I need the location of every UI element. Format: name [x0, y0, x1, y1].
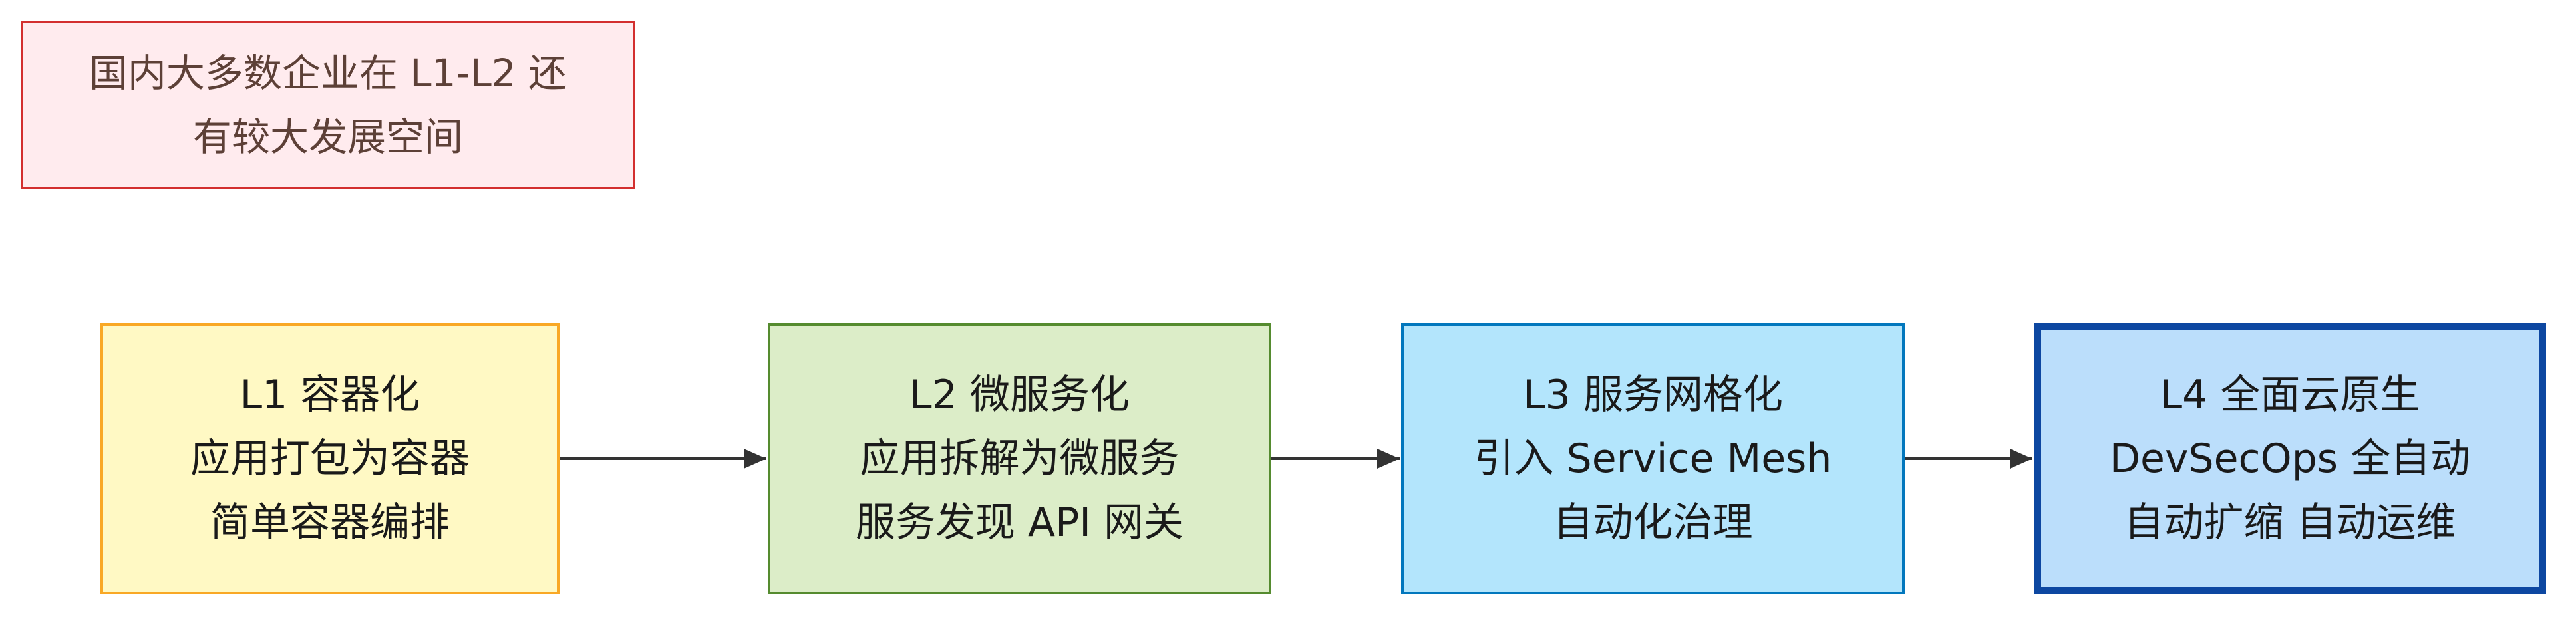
node-l4-cloud-native: L4 全面云原生 DevSecOps 全自动 自动扩缩 自动运维: [2034, 323, 2546, 594]
node-l3-service-mesh: L3 服务网格化 引入 Service Mesh 自动化治理: [1401, 323, 1905, 594]
note-line-1: 国内大多数企业在 L1-L2 还: [88, 51, 567, 96]
node-l4-line-2: DevSecOps 全自动: [2109, 435, 2471, 482]
node-l1-line-2: 应用打包为容器: [190, 435, 470, 482]
node-l3-line-2: 引入 Service Mesh: [1474, 435, 1832, 482]
node-l2-microservices: L2 微服务化 应用拆解为微服务 服务发现 API 网关: [768, 323, 1271, 594]
note-line-2: 有较大发展空间: [192, 114, 463, 160]
node-l4-title: L4 全面云原生: [2160, 372, 2420, 418]
node-l2-line-2: 应用拆解为微服务: [860, 435, 1180, 482]
node-l4-line-3: 自动扩缩 自动运维: [2124, 499, 2456, 546]
node-l1-line-3: 简单容器编排: [210, 499, 450, 546]
node-l2-title: L2 微服务化: [909, 372, 1130, 418]
annotation-note: 国内大多数企业在 L1-L2 还 有较大发展空间: [21, 21, 635, 189]
node-l1-containerization: L1 容器化 应用打包为容器 简单容器编排: [100, 323, 560, 594]
node-l3-line-3: 自动化治理: [1553, 499, 1753, 546]
node-l3-title: L3 服务网格化: [1523, 372, 1783, 418]
node-l1-title: L1 容器化: [240, 372, 420, 418]
node-l2-line-3: 服务发现 API 网关: [855, 499, 1184, 546]
